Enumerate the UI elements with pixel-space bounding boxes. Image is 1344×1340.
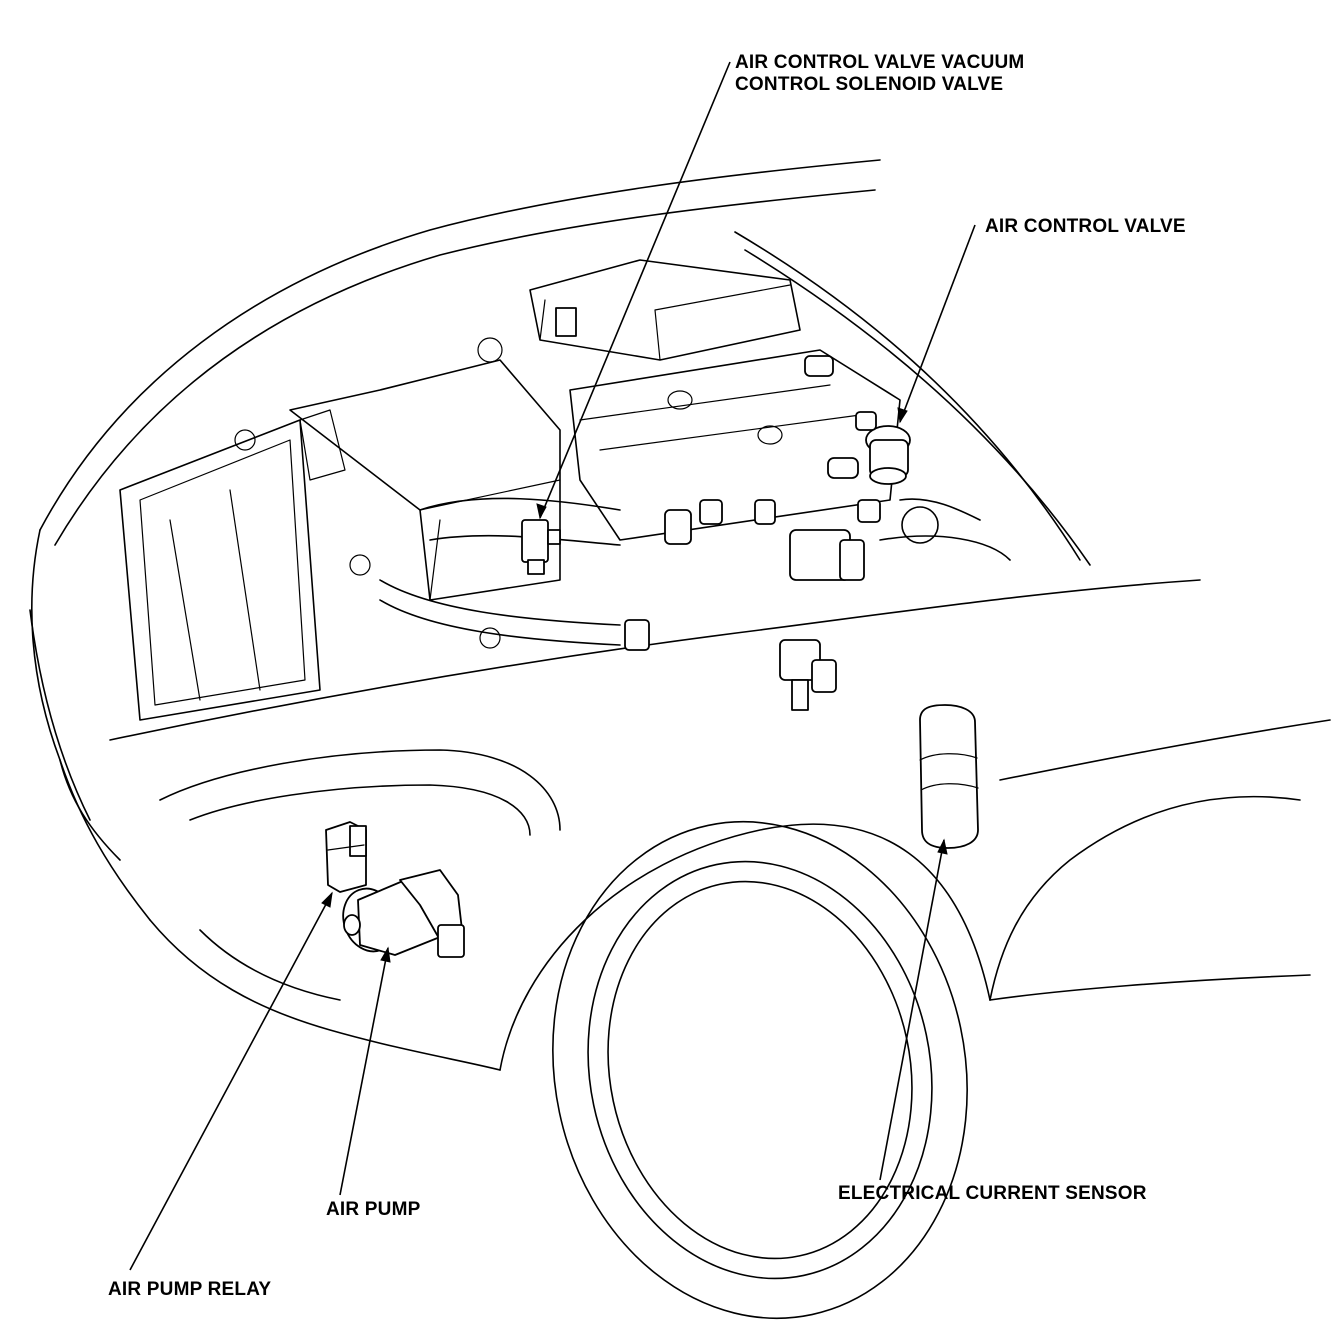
leader-lines	[129, 61, 976, 1271]
air-control-valve	[804, 355, 911, 485]
air-control-valve-vacuum-control-solenoid-valve	[521, 519, 561, 575]
car-body-outline	[29, 159, 1331, 1320]
label-air-pump-relay: AIR PUMP RELAY	[108, 1279, 271, 1300]
label-electrical-current-sensor: ELECTRICAL CURRENT SENSOR	[838, 1183, 1147, 1204]
engine-bay	[119, 259, 1011, 721]
air-pump-relay	[325, 821, 367, 893]
label-air-control-valve-vacuum-line2: CONTROL SOLENOID VALVE	[735, 74, 1003, 95]
label-air-pump: AIR PUMP	[326, 1199, 421, 1220]
vacuum-fittings	[624, 499, 881, 711]
label-air-control-valve: AIR CONTROL VALVE	[985, 216, 1186, 237]
label-air-control-valve-vacuum-line1: AIR CONTROL VALVE VACUUM	[735, 52, 1024, 73]
air-pump	[342, 869, 465, 958]
electrical-current-sensor	[919, 704, 979, 849]
